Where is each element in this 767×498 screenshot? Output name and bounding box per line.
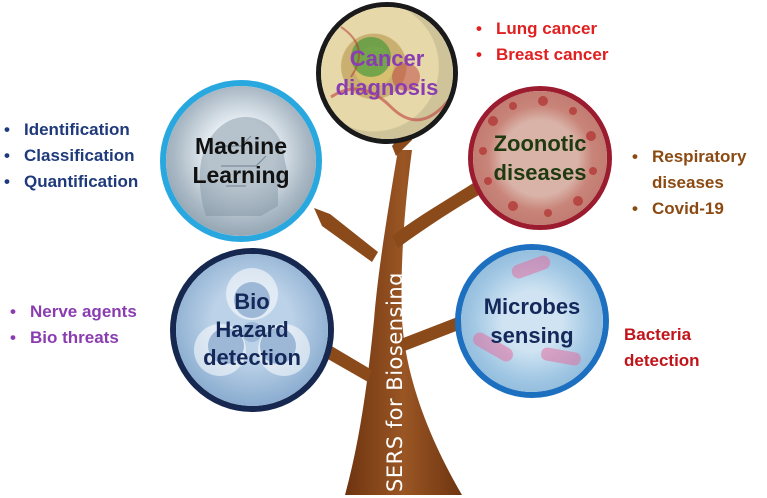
trunk-label: SERS for Biosensing [383,272,407,492]
biohazard-title-line3: detection [203,345,301,370]
virus-image [473,91,607,225]
zoonotic-title: Zoonotic diseases [494,129,587,187]
tree-trunk [345,150,462,495]
zoonotic-title-line2: diseases [493,160,587,185]
biohazard-item-nerve: Nerve agents [8,299,137,325]
microbes-circle: Microbes sensing [455,244,609,398]
cancer-item-lung: Lung cancer [474,16,608,42]
ml-item-quantification: Quantification [2,169,138,195]
branch-microbes [398,316,464,352]
cancer-item-breast: Breast cancer [474,42,608,68]
microbes-title: Microbes sensing [484,292,581,350]
ml-title-line1: Machine [194,133,288,159]
zoonotic-diseases-circle: Zoonotic diseases [468,86,612,230]
cancer-title-line2: diagnosis [335,75,439,100]
biohazard-item-bio: Bio threats [8,325,137,351]
zoonotic-title-line1: Zoonotic [493,131,587,156]
microbes-detail-line1: Bacteria [624,325,692,344]
biohazard-title: Bio Hazard detection [203,288,301,372]
zoonotic-item-covid: • Covid-19 [632,199,724,218]
cancer-cell-texture [330,26,453,122]
ai-head-image [166,86,316,236]
ml-item-classification: Classification [2,143,138,169]
microbes-detail-line2: detection [624,351,700,370]
zoonotic-item-respiratory: • Respiratory diseases [632,147,747,192]
biohazard-symbol [194,268,310,376]
zoonotic-item-covid-text: Covid-19 [652,199,724,218]
zoonotic-item-respiratory-line2: diseases [652,173,724,192]
branch-zoonotic [392,180,484,248]
ml-list: Identification Classification Quantifica… [2,117,138,195]
zoonotic-list: • Respiratory diseases • Covid-19 [630,144,746,222]
microbes-detail: Bacteria detection [624,322,700,374]
bacteria-shapes [473,255,581,366]
biohazard-list: Nerve agents Bio threats [8,299,137,351]
ai-head-silhouette [199,117,288,216]
biohazard-title-line1: Bio [234,289,270,314]
microbes-title-line2: sensing [490,323,574,348]
cancer-title-line1: Cancer [349,46,425,71]
ml-title: Machine Learning [192,132,289,190]
cancer-list: Lung cancer Breast cancer [474,16,608,68]
cancer-title: Cancer diagnosis [336,44,439,102]
virus-spikes [479,96,597,217]
machine-learning-circle: Machine Learning [160,80,322,242]
ml-item-identification: Identification [2,117,138,143]
biohazard-title-line2: Hazard [215,317,289,342]
zoonotic-item-respiratory-line1: Respiratory [652,147,747,166]
branch-machine-learning [314,208,378,262]
microbes-title-line1: Microbes [483,294,581,319]
biohazard-circle: Bio Hazard detection [170,248,334,412]
ml-title-line2: Learning [192,162,290,188]
cancer-diagnosis-circle: Cancer diagnosis [316,2,458,144]
